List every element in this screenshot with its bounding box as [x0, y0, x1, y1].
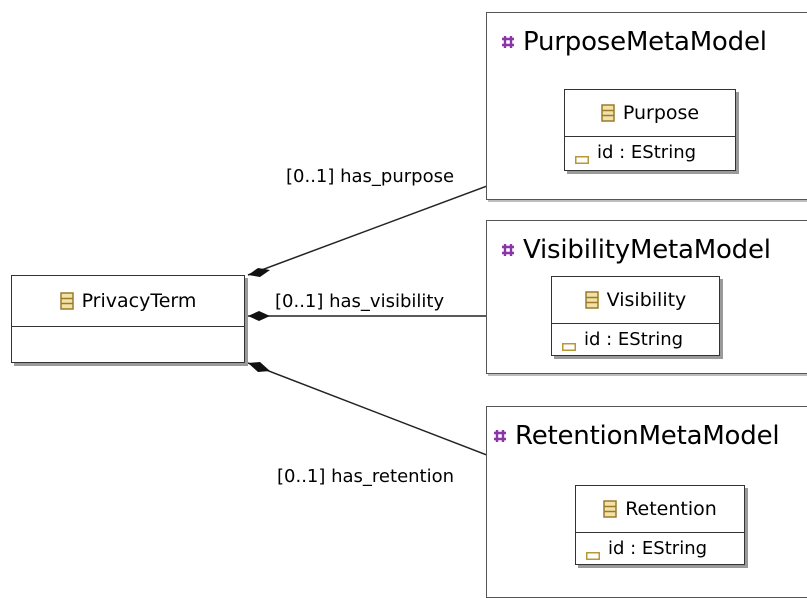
attribute-label: id : EString — [608, 537, 708, 559]
class-icon — [584, 291, 599, 309]
attribute-label: id : EString — [597, 141, 697, 163]
has-retention-label: [0..1] has_retention — [277, 466, 455, 487]
class-icon — [59, 292, 74, 310]
attribute-row[interactable]: id : EString — [552, 324, 719, 354]
package-icon — [501, 243, 515, 257]
package-name: PurposeMetaModel — [523, 27, 767, 57]
has-purpose-composition-diamond — [248, 268, 270, 277]
has-visibility-composition-diamond — [248, 311, 270, 321]
class-name: Retention — [625, 498, 717, 520]
attribute-icon — [575, 148, 589, 164]
class-name: PrivacyTerm — [81, 290, 197, 312]
attribute-icon — [586, 544, 600, 560]
attribute-row[interactable]: id : EString — [565, 137, 735, 167]
class-icon — [601, 104, 615, 122]
class-name: Visibility — [606, 289, 687, 311]
visibility-class[interactable]: Visibility id : EString — [551, 276, 720, 356]
attribute-icon — [562, 335, 576, 351]
retention-class[interactable]: Retention id : EString — [575, 485, 745, 565]
has-retention-composition-diamond — [248, 362, 270, 372]
package-name: VisibilityMetaModel — [523, 235, 771, 265]
attribute-row[interactable]: id : EString — [576, 533, 744, 563]
package-icon — [493, 429, 507, 443]
class-icon — [603, 500, 617, 518]
purpose-class[interactable]: Purpose id : EString — [564, 89, 736, 171]
attribute-label: id : EString — [584, 328, 684, 350]
has-visibility-label: [0..1] has_visibility — [275, 291, 445, 312]
has-purpose-label: [0..1] has_purpose — [286, 166, 455, 187]
package-name: RetentionMetaModel — [515, 421, 780, 451]
privacy-term-class[interactable]: PrivacyTerm — [11, 275, 245, 363]
class-name: Purpose — [622, 102, 700, 124]
package-icon — [501, 35, 515, 49]
